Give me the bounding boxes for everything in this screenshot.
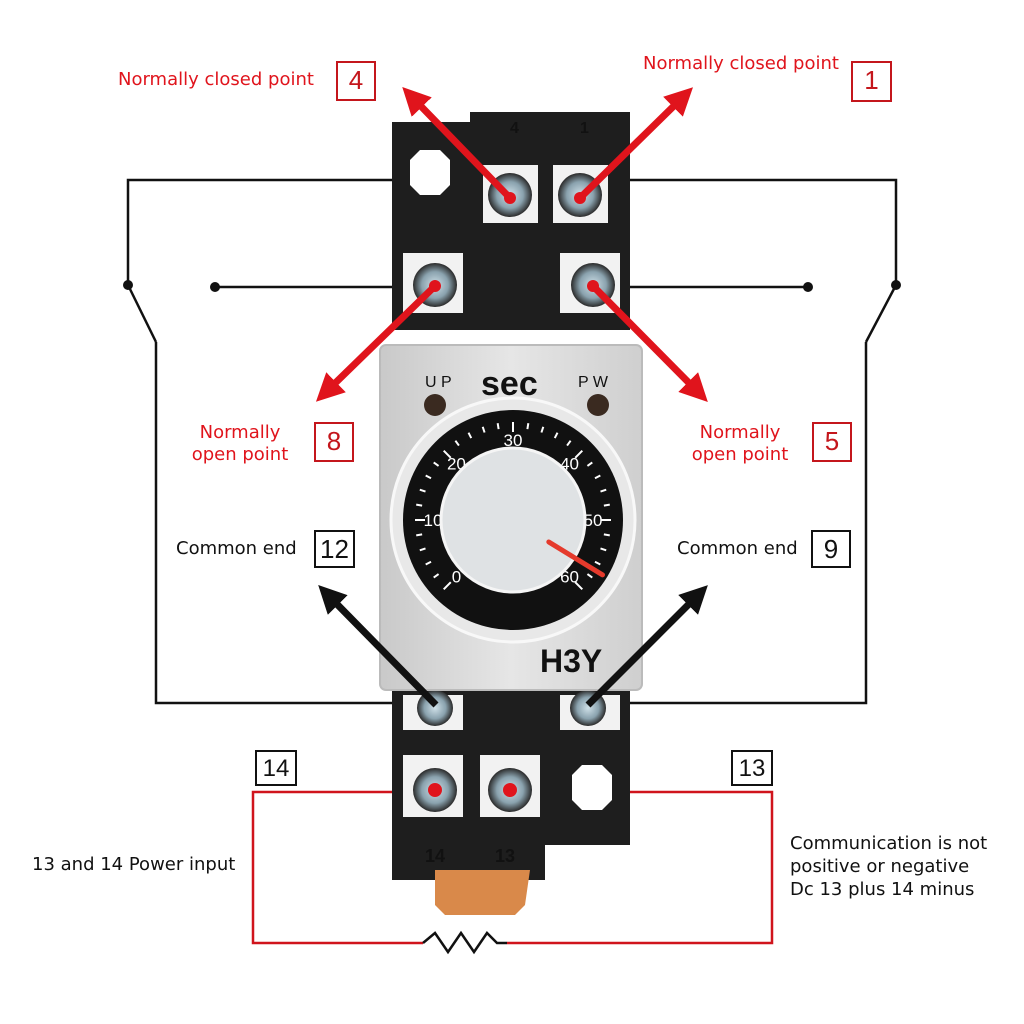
dial-number: 10 — [424, 511, 443, 530]
terminal-markers — [428, 192, 599, 797]
pin14-number-box: 14 — [255, 750, 297, 786]
dial-tick — [586, 573, 593, 579]
led-pw — [587, 394, 609, 416]
dial-tick — [454, 440, 460, 447]
arrow-common-9 — [585, 585, 708, 708]
dial-tick — [594, 560, 601, 566]
polarity-note-line1: Communication is not — [790, 833, 988, 854]
dial-ticks — [415, 422, 611, 591]
arrow-nc-4 — [402, 86, 513, 201]
dial-tick — [433, 573, 440, 579]
dial-tick — [496, 423, 500, 430]
dial-tick — [594, 474, 601, 480]
pin13-number-box: 13 — [731, 750, 773, 786]
dial-tick — [419, 547, 426, 552]
dial-tick — [603, 533, 610, 537]
arrow-common-12 — [318, 585, 439, 708]
arrow-no-5 — [590, 283, 708, 402]
pin1-label: Normally closed point — [643, 53, 839, 74]
dial-tick — [442, 581, 452, 591]
dial-tick — [481, 426, 486, 433]
dial-number: 0 — [452, 568, 461, 587]
pin12-label: Common end — [176, 538, 297, 559]
led-up-label: U P — [425, 374, 452, 391]
mount-hole-top — [410, 150, 450, 195]
din-clip — [435, 870, 530, 915]
dial-tick — [416, 503, 423, 507]
dial-tick — [526, 423, 530, 430]
pin8-label-line1: Normally — [199, 422, 281, 443]
pin5-label-line2: open point — [691, 444, 789, 465]
dial-tick — [433, 461, 440, 467]
switch-contact-left — [210, 282, 220, 292]
knob-pointer — [546, 539, 606, 578]
led-pw-label: P W — [578, 374, 609, 391]
dial-tick — [574, 449, 584, 459]
dial-tick — [603, 503, 610, 507]
pin5-label-line1: Normally — [699, 422, 781, 443]
power-input-note: 13 and 14 Power input — [32, 854, 236, 875]
pin9-label: Common end — [677, 538, 798, 559]
dial-tick — [425, 474, 432, 480]
dial-tick — [574, 581, 584, 591]
pin5-label: Normally open point — [686, 422, 794, 466]
dial-number: 30 — [504, 431, 523, 450]
dial-tick — [553, 432, 559, 439]
dial-tick — [467, 432, 473, 439]
dial-tick — [419, 488, 426, 493]
arrow-nc-1 — [577, 87, 693, 201]
polarity-note-line3: Dc 13 plus 14 minus — [790, 879, 975, 900]
socket-pin-13-label: 13 — [495, 846, 515, 866]
led-up — [424, 394, 446, 416]
dial-tick — [416, 533, 423, 537]
switch-pivot-right — [891, 280, 901, 290]
socket-pin-1-label: 1 — [580, 120, 589, 137]
pin4-label: Normally closed point — [118, 69, 314, 90]
pin4-number-box: 4 — [336, 61, 376, 101]
dial-tick — [442, 449, 452, 459]
power-loop — [251, 790, 774, 945]
switch-pivot-left — [123, 280, 133, 290]
dial-tick — [540, 426, 545, 433]
arrow-no-8 — [315, 283, 438, 402]
pin5-number-box: 5 — [812, 422, 852, 462]
switch-contact-right — [803, 282, 813, 292]
dial-tick — [600, 547, 607, 552]
dial-tick — [586, 461, 593, 467]
dial-number: 50 — [584, 511, 603, 530]
dial-tick — [425, 560, 432, 566]
socket-pin-14-label: 14 — [425, 846, 445, 866]
model-label: H3Y — [540, 643, 602, 679]
mount-hole-bottom — [572, 765, 612, 810]
dial-tick — [566, 440, 572, 447]
socket-pin-4-label: 4 — [510, 120, 519, 137]
time-setting-knob[interactable] — [439, 446, 587, 594]
pin1-number-box: 1 — [851, 61, 892, 102]
resistor-symbol — [422, 930, 507, 955]
polarity-note-line2: positive or negative — [790, 856, 970, 877]
dial-number: 60 — [560, 568, 579, 587]
pin9-number-box: 9 — [811, 530, 851, 568]
pin12-number-box: 12 — [314, 530, 355, 568]
nc-wiring — [126, 178, 898, 705]
pin8-label: Normally open point — [186, 422, 294, 466]
polarity-note: Communication is not positive or negativ… — [790, 832, 987, 901]
pin8-label-line2: open point — [191, 444, 289, 465]
pin8-number-box: 8 — [314, 422, 354, 462]
dial-tick — [600, 488, 607, 493]
